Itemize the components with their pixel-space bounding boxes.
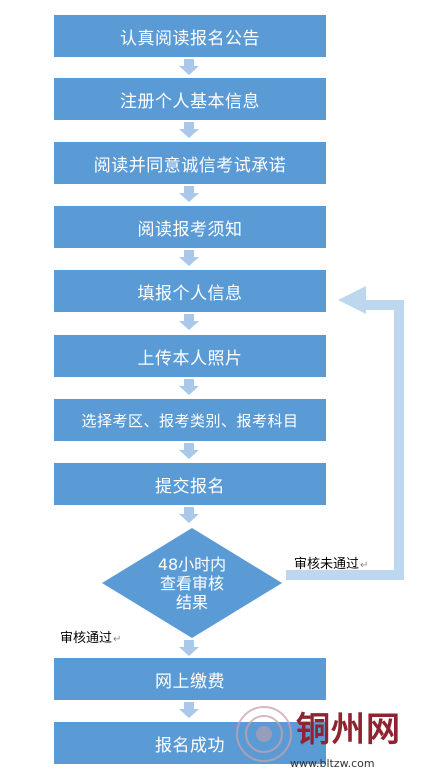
decision-text: 48小时内 查看审核 结果	[102, 528, 282, 638]
pass-label: 审核通过↵	[60, 631, 122, 646]
down-arrow-icon	[179, 250, 199, 266]
fail-label-text: 审核未通过	[294, 557, 360, 572]
down-arrow-icon	[179, 186, 199, 202]
decision-line-3: 结果	[175, 592, 208, 612]
watermark-url: www.bltzw.com	[290, 757, 375, 770]
down-arrow-icon	[179, 122, 199, 138]
step-select-options: 选择考区、报考类别、报考科目	[54, 399, 326, 441]
down-arrow-icon	[179, 379, 199, 395]
step-fill-personal-info: 填报个人信息	[54, 270, 326, 312]
fail-label: 审核未通过↵	[294, 557, 369, 572]
step-agree-integrity: 阅读并同意诚信考试承诺	[54, 142, 326, 184]
decision-line-1: 48小时内	[157, 554, 227, 574]
down-arrow-icon	[179, 507, 199, 523]
watermark-text: 铜州网	[296, 710, 401, 750]
watermark-seal-icon	[236, 706, 292, 762]
decision-line-2: 查看审核	[159, 573, 224, 593]
down-arrow-icon	[179, 59, 199, 75]
step-read-notice: 阅读报考须知	[54, 206, 326, 248]
down-arrow-icon	[179, 443, 199, 459]
decision-review: 48小时内 查看审核 结果	[102, 528, 282, 638]
step-register-info: 注册个人基本信息	[54, 78, 326, 120]
pass-label-text: 审核通过	[60, 631, 113, 646]
down-arrow-icon	[179, 314, 199, 330]
step-online-payment: 网上缴费	[54, 658, 326, 700]
down-arrow-icon	[179, 640, 199, 656]
down-arrow-icon	[179, 702, 199, 718]
step-submit: 提交报名	[54, 463, 326, 505]
step-upload-photo: 上传本人照片	[54, 335, 326, 377]
decision-diamond	[102, 528, 282, 638]
loop-back-arrow-icon	[286, 286, 404, 580]
step-read-announcement: 认真阅读报名公告	[54, 15, 326, 57]
